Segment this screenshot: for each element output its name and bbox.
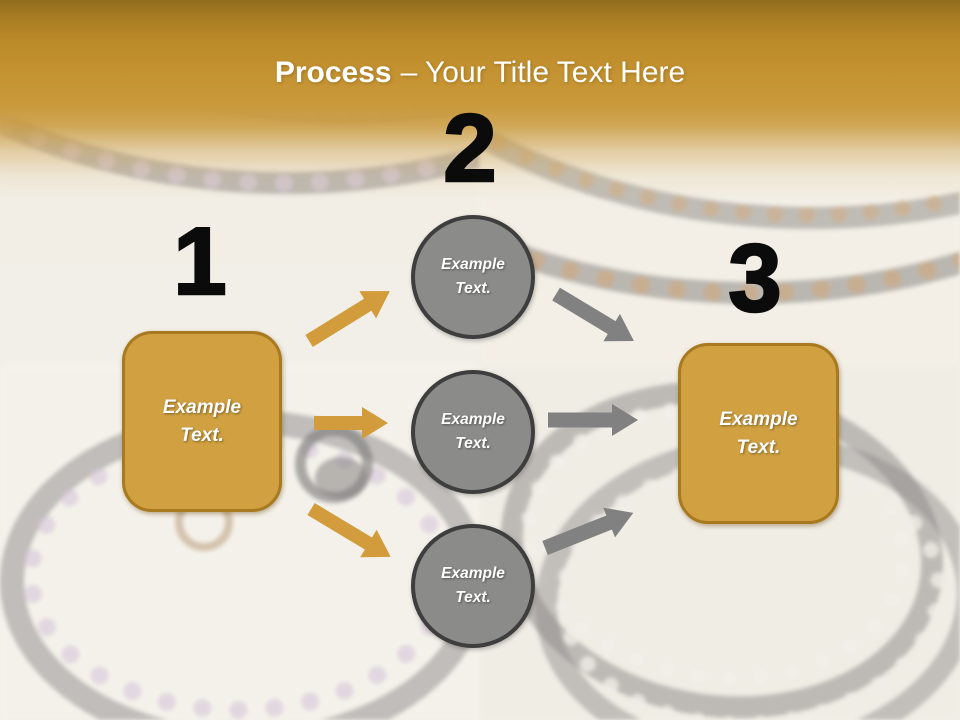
clasp-knot	[315, 457, 367, 499]
stage-number-3[interactable]: 3	[727, 225, 783, 332]
arrow-box1-to-middle-circle[interactable]	[314, 405, 389, 441]
process-circle-bottom-label: Example Text.	[441, 565, 505, 606]
process-circle-bottom[interactable]: Example Text.	[411, 524, 535, 648]
slide-title[interactable]: Process– Your Title Text Here	[0, 54, 960, 92]
arrow-box1-to-top-circle[interactable]	[300, 275, 401, 356]
title-rest: – Your Title Text Here	[400, 56, 686, 89]
process-circle-middle[interactable]: Example Text.	[411, 370, 535, 494]
arrow-bottom-circle-to-box3[interactable]	[538, 496, 641, 565]
clasp-ring	[295, 425, 373, 503]
process-box-3-label: Example Text.	[719, 408, 798, 458]
process-box-3[interactable]: Example Text.	[678, 343, 839, 524]
stage-number-1[interactable]: 1	[172, 208, 228, 315]
process-box-1-label: Example Text.	[162, 396, 242, 446]
arrow-top-circle-to-box3[interactable]	[547, 279, 644, 357]
header-gold-band	[0, 0, 960, 200]
stage-number-2[interactable]: 2	[442, 95, 498, 202]
process-circle-top[interactable]: Example Text.	[411, 215, 535, 339]
title-emphasis: Process	[274, 56, 392, 89]
process-circle-top-label: Example Text.	[441, 256, 505, 297]
process-box-1[interactable]: Example Text.	[122, 331, 282, 512]
arrow-box1-to-bottom-circle[interactable]	[302, 494, 401, 573]
arrow-middle-circle-to-box3[interactable]	[548, 402, 639, 438]
process-circle-middle-label: Example Text.	[441, 411, 505, 452]
